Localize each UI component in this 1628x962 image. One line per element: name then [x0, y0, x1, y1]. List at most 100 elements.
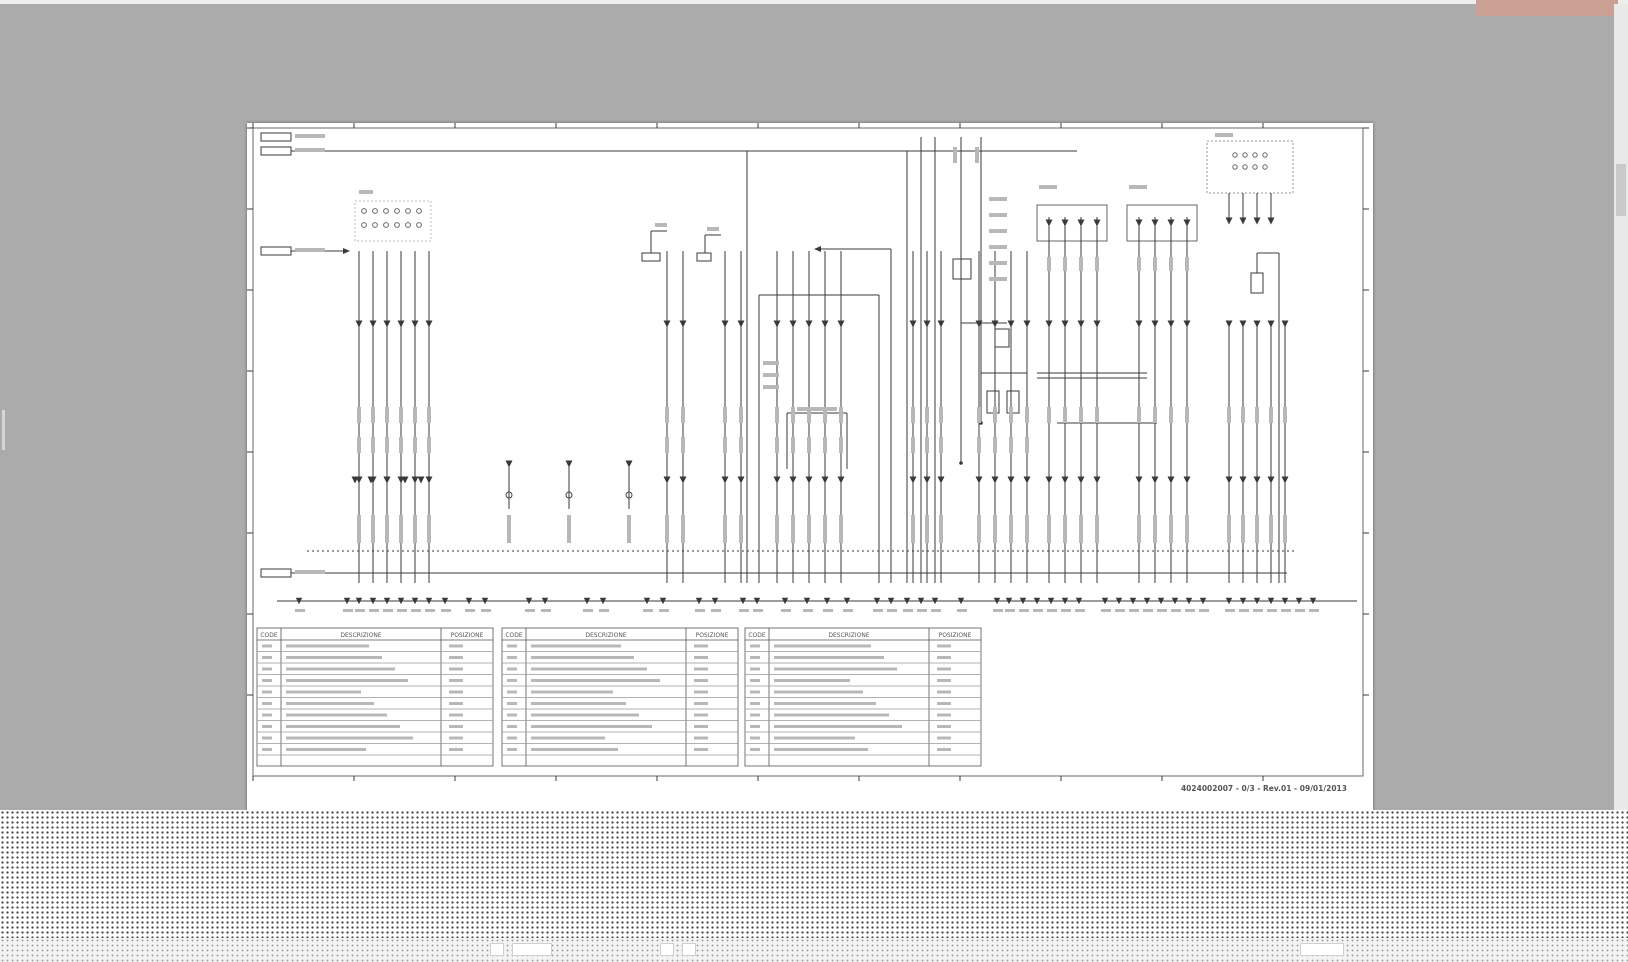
terminal-strip-pin	[931, 597, 939, 605]
illegible-label	[1269, 407, 1273, 423]
connector-terminal	[1093, 476, 1101, 484]
illegible-label	[262, 667, 272, 671]
terminal-strip-pin	[583, 597, 591, 605]
prev-page-icon[interactable]	[660, 943, 674, 956]
illegible-label	[823, 515, 827, 543]
terminal-strip-pin	[917, 597, 925, 605]
connector-terminal	[909, 476, 917, 484]
illegible-label	[774, 736, 855, 740]
illegible-label	[413, 515, 417, 543]
window-accent-tab[interactable]	[1476, 0, 1618, 16]
connector-terminal	[1023, 476, 1031, 484]
illegible-label	[937, 736, 951, 740]
illegible-label	[763, 385, 779, 389]
terminal-strip-pin	[525, 597, 533, 605]
illegible-label	[286, 702, 374, 705]
illegible-label	[1169, 257, 1173, 271]
illegible-label	[791, 515, 795, 543]
connector-terminal	[411, 320, 419, 328]
illegible-label	[774, 702, 876, 705]
terminal-strip-pin	[343, 597, 351, 605]
illegible-label	[1227, 407, 1231, 423]
connector-pin	[383, 222, 389, 228]
scrollbar-thumb[interactable]	[1616, 164, 1626, 216]
connector-pin	[383, 208, 389, 214]
viewer-canvas-pattern	[0, 810, 1628, 938]
illegible-label	[1095, 257, 1099, 271]
vertical-scrollbar[interactable]	[1614, 4, 1628, 810]
terminal-strip-pin	[1157, 597, 1165, 605]
terminal-strip-pin	[903, 597, 911, 605]
illegible-label	[1137, 515, 1141, 543]
illegible-label	[531, 702, 626, 705]
illegible-label	[823, 609, 833, 612]
terminal-strip-pin	[803, 597, 811, 605]
page-field[interactable]	[512, 943, 552, 956]
connector-terminal	[721, 320, 729, 328]
terminal-strip-pin	[1047, 597, 1055, 605]
illegible-label	[694, 644, 708, 648]
illegible-label	[993, 515, 997, 543]
next-page-icon[interactable]	[682, 943, 696, 956]
illegible-label	[1129, 609, 1139, 612]
illegible-label	[1169, 515, 1173, 543]
illegible-label	[711, 609, 721, 612]
connector-terminal	[1253, 217, 1261, 225]
terminal-strip-pin	[1019, 597, 1027, 605]
terminal-strip-pin	[1033, 597, 1041, 605]
terminal-strip-pin	[659, 597, 667, 605]
illegible-label	[1153, 257, 1157, 271]
connector-terminal	[1151, 320, 1159, 328]
illegible-label	[262, 725, 272, 728]
terminal-strip-pin	[1101, 597, 1109, 605]
illegible-label	[839, 407, 843, 423]
illegible-label	[507, 702, 517, 705]
illegible-label	[481, 609, 491, 612]
connector-block	[1036, 204, 1108, 242]
drawing-title-block: 4024002007 - 0/3 - Rev.01 - 09/01/2013	[1181, 784, 1347, 793]
connector-terminal	[975, 320, 983, 328]
connector-pin	[1242, 152, 1248, 158]
illegible-label	[525, 609, 535, 612]
terminal-strip-pin	[1239, 597, 1247, 605]
illegible-label	[939, 437, 943, 453]
illegible-label	[1061, 609, 1071, 612]
illegible-label	[507, 736, 517, 740]
illegible-label	[774, 713, 889, 717]
terminal-strip-pin	[873, 597, 881, 605]
illegible-label	[665, 407, 669, 423]
illegible-label	[937, 725, 951, 728]
illegible-label	[739, 437, 743, 453]
illegible-label	[449, 702, 463, 705]
illegible-label	[694, 713, 708, 717]
terminal-strip-pin	[1171, 597, 1179, 605]
terminal-strip-pin	[397, 597, 405, 605]
illegible-label	[989, 245, 1007, 249]
connector-terminal	[1183, 219, 1191, 227]
zoom-field[interactable]	[1300, 943, 1344, 956]
connector-pin	[1262, 152, 1268, 158]
off-page-reference	[260, 246, 292, 256]
first-page-icon[interactable]	[490, 943, 504, 956]
connector-terminal	[1045, 476, 1053, 484]
terminal-strip-pin	[1129, 597, 1137, 605]
illegible-label	[465, 609, 475, 612]
illegible-label	[531, 667, 647, 671]
illegible-label	[427, 437, 431, 453]
illegible-label	[1137, 407, 1141, 423]
illegible-label	[295, 570, 325, 574]
illegible-label	[807, 515, 811, 543]
legend-table	[501, 627, 739, 767]
connector-terminal	[401, 476, 409, 484]
illegible-label	[1281, 609, 1291, 612]
terminal-strip-pin	[781, 597, 789, 605]
illegible-label	[1169, 407, 1173, 423]
connector-terminal	[1077, 320, 1085, 328]
illegible-label	[975, 147, 979, 163]
illegible-label	[937, 713, 951, 717]
illegible-label	[1143, 609, 1153, 612]
component-body	[952, 258, 972, 280]
illegible-label	[937, 667, 951, 671]
connector-terminal	[821, 476, 829, 484]
